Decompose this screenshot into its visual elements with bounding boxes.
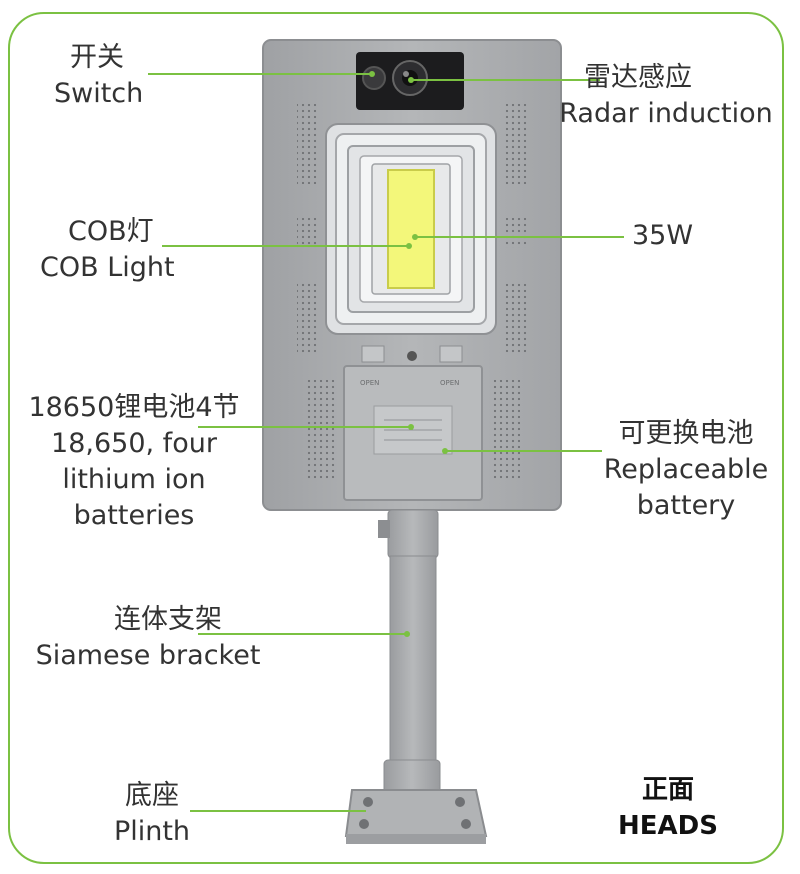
vent-grille	[490, 380, 520, 480]
label-battery-en3: batteries	[73, 500, 195, 531]
cob-led-chip	[387, 169, 435, 289]
vent-grille	[297, 104, 319, 184]
label-power-text: 35W	[632, 220, 694, 251]
leader-line-replaceable	[446, 450, 602, 452]
view-label-cn: 正面	[641, 775, 694, 805]
leader-dot	[408, 424, 414, 430]
label-switch-cn: 开关	[70, 42, 124, 73]
label-replaceable-en2: battery	[636, 490, 736, 521]
label-battery-cn: 18650锂电池4节	[28, 392, 240, 423]
leader-line-radar	[412, 79, 600, 81]
leader-line-power	[416, 236, 624, 238]
label-plinth-cn: 底座	[125, 780, 179, 811]
leader-dot	[442, 448, 448, 454]
label-bracket-en: Siamese bracket	[35, 640, 261, 671]
label-battery-en1: 18,650, four	[51, 428, 217, 459]
leader-dot	[369, 71, 375, 77]
label-radar-en: Radar induction	[559, 98, 773, 129]
label-cob-cn: COB灯	[68, 216, 154, 247]
label-plinth-en: Plinth	[113, 816, 191, 847]
vent-grille	[505, 282, 527, 354]
leader-dot	[408, 77, 414, 83]
bracket-joint	[387, 509, 439, 559]
label-plinth: 底座 Plinth	[104, 778, 200, 850]
view-label: 正面 HEADS	[598, 772, 738, 844]
label-battery: 18650锂电池4节 18,650, four lithium ion batt…	[14, 390, 254, 534]
bracket-pole	[389, 555, 437, 773]
label-battery-en2: lithium ion	[62, 464, 206, 495]
label-replaceable-cn: 可更换电池	[618, 418, 754, 449]
switch-knob	[362, 66, 386, 90]
label-bracket: 连体支架 Siamese bracket	[20, 602, 276, 674]
label-bracket-cn: 连体支架	[114, 604, 222, 635]
view-label-en: HEADS	[618, 811, 718, 841]
vent-grille	[297, 218, 319, 248]
open-mark: OPEN	[360, 379, 379, 387]
leader-line-switch	[148, 73, 372, 75]
leader-line-bracket	[198, 633, 408, 635]
label-switch-en: Switch	[54, 78, 144, 109]
label-radar: 雷达感应 Radar induction	[548, 60, 784, 132]
open-mark: OPEN	[440, 379, 459, 387]
plinth-plate	[344, 789, 488, 837]
leader-line-plinth	[190, 810, 366, 812]
vent-grille	[505, 218, 527, 248]
leader-line-battery	[198, 426, 412, 428]
vent-grille	[297, 282, 319, 354]
leader-dot	[404, 631, 410, 637]
vent-grille	[305, 380, 335, 480]
leader-dot	[412, 234, 418, 240]
label-replaceable-en1: Replaceable	[603, 454, 769, 485]
label-switch: 开关 Switch	[54, 40, 150, 112]
label-radar-cn: 雷达感应	[584, 62, 692, 93]
rounded-border-frame	[8, 12, 784, 864]
label-power: 35W	[632, 218, 722, 254]
vent-grille	[505, 104, 527, 184]
label-replaceable: 可更换电池 Replaceable battery	[588, 416, 784, 524]
leader-line-cob	[162, 245, 410, 247]
leader-dot	[406, 243, 412, 249]
label-cob-en: COB Light	[40, 252, 175, 283]
label-cob: COB灯 COB Light	[40, 214, 200, 286]
